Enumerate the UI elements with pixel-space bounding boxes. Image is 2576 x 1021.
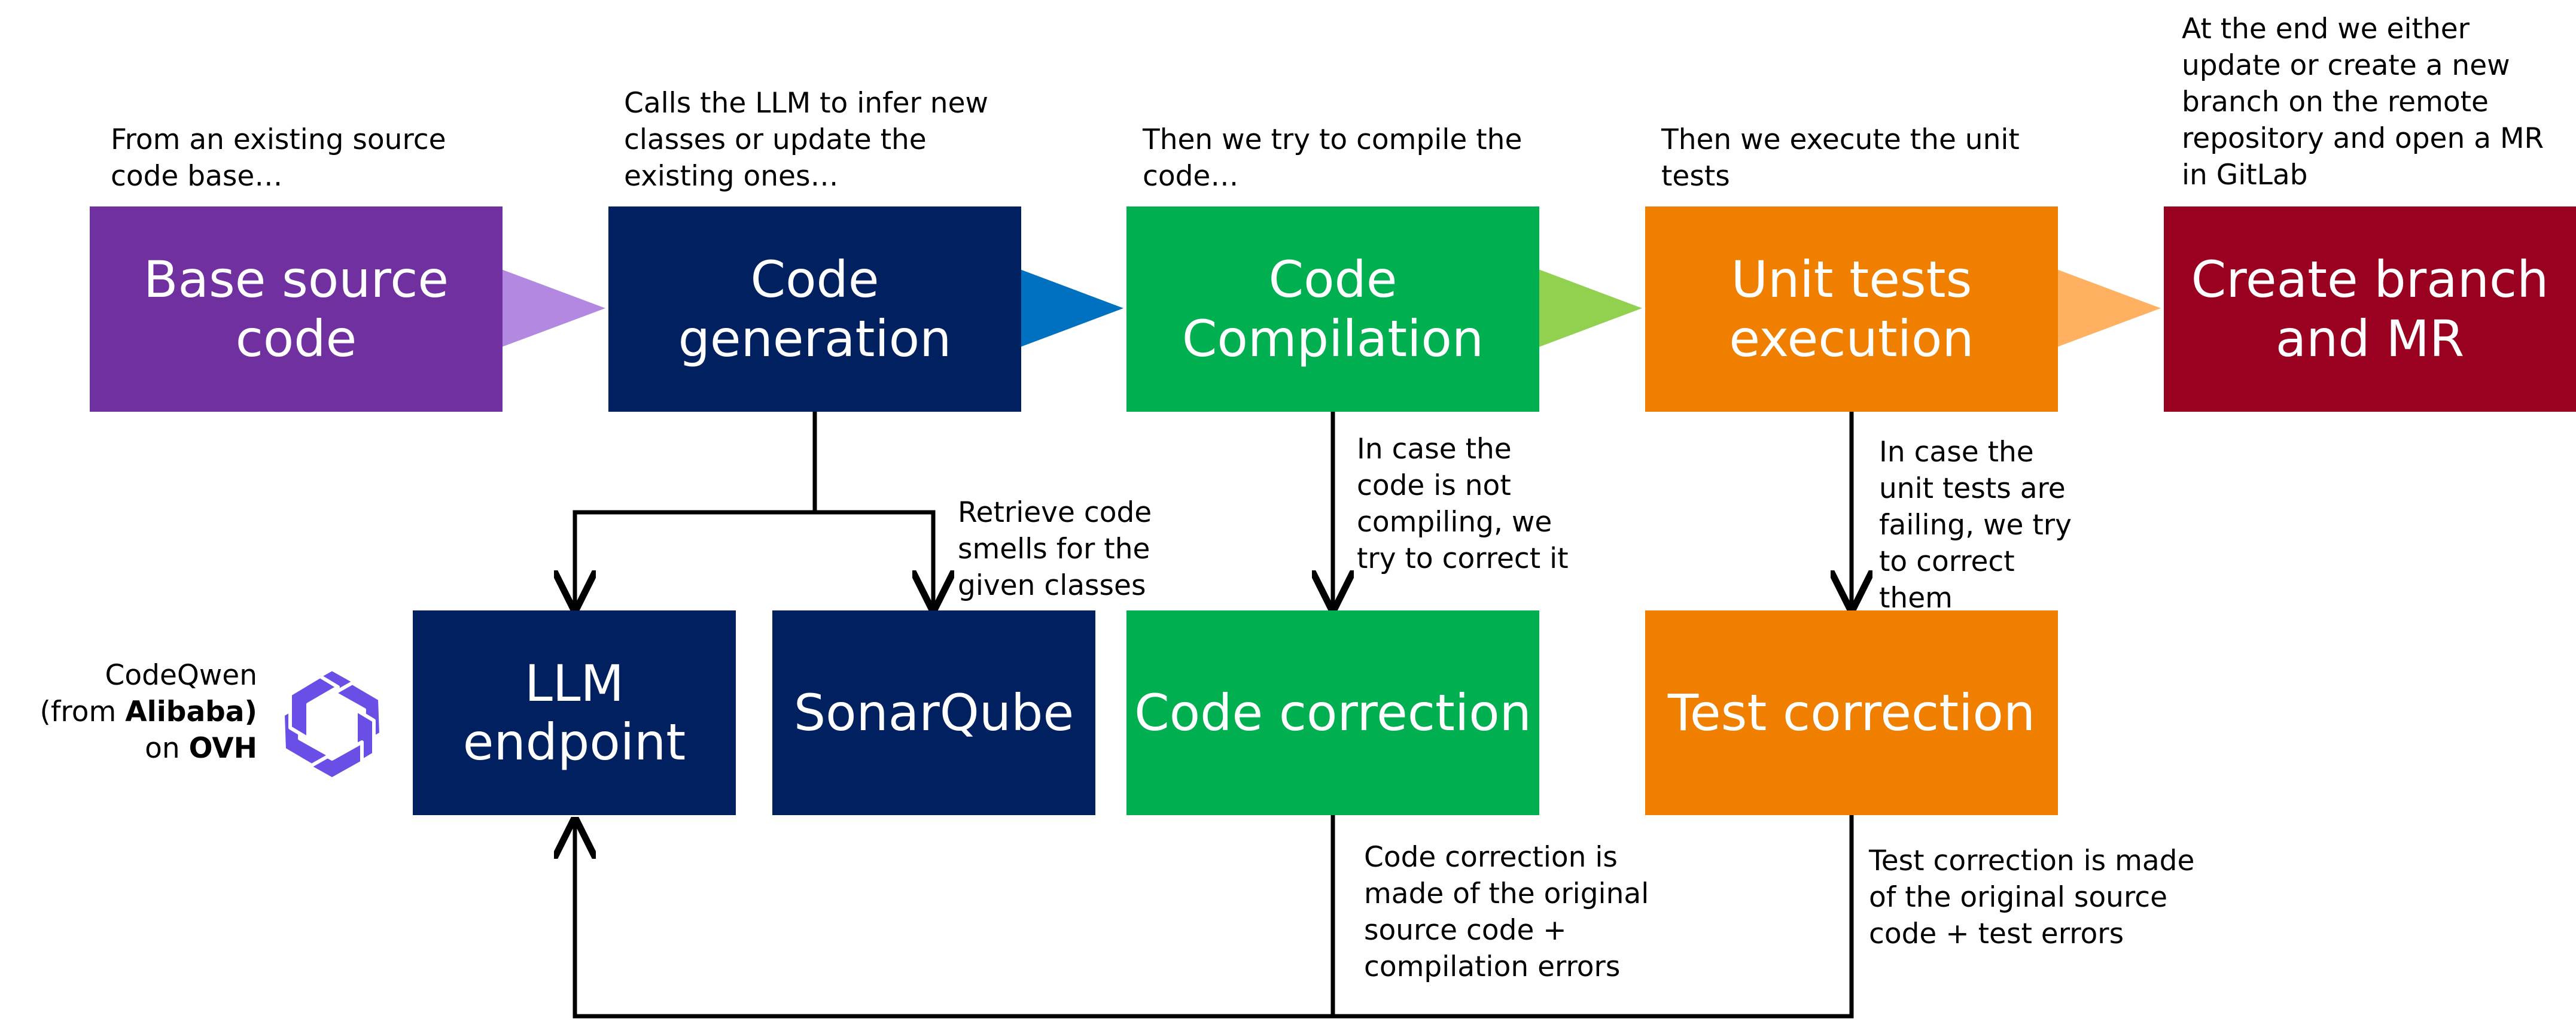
- step-create-branch-and-mr: Create branch and MR: [2164, 206, 2576, 412]
- sonarqube-box: SonarQube: [772, 610, 1095, 815]
- note-tests: Then we execute the unit tests: [1661, 123, 2020, 193]
- note-branch: At the end we either update or create a …: [2182, 13, 2544, 192]
- model-host: OVH: [188, 732, 257, 765]
- step-unit-tests-execution: Unit tests execution: [1645, 206, 2058, 412]
- step-base-source-code: Base source code: [90, 206, 503, 412]
- model-on-prefix: on: [145, 732, 189, 765]
- note-code-correction-content: Code correction is made of the original …: [1364, 841, 1649, 983]
- arrow-compilation-to-tests: [1539, 269, 1642, 347]
- step-code-generation: Code generation: [608, 206, 1021, 412]
- note-base: From an existing source code base…: [111, 123, 446, 193]
- connector-to-llm: [575, 510, 815, 608]
- note-compilation: Then we try to compile the code…: [1143, 123, 1523, 193]
- test-correction-box: Test correction: [1645, 610, 2058, 815]
- model-from-prefix: (from: [39, 695, 126, 728]
- code-correction-box: Code correction: [1126, 610, 1539, 815]
- model-vendor: Alibaba): [125, 695, 257, 728]
- model-name: CodeQwen: [105, 659, 257, 692]
- connector-to-sonarqube: [815, 510, 933, 608]
- qwen-logo-icon: [281, 667, 383, 781]
- connector-test-correction-feedback: [575, 815, 1854, 1019]
- llm-endpoint-box: LLM endpoint: [413, 610, 736, 815]
- note-test-correction-condition: In case the unit tests are failing, we t…: [1879, 436, 2072, 615]
- note-test-correction-content: Test correction is made of the original …: [1869, 844, 2195, 950]
- note-generation: Calls the LLM to infer new classes or up…: [624, 87, 988, 193]
- arrow-generation-to-compilation: [1020, 269, 1123, 347]
- note-code-correction-condition: In case the code is not compiling, we tr…: [1357, 433, 1569, 575]
- arrow-tests-to-branch: [2057, 269, 2161, 347]
- note-sonarqube: Retrieve code smells for the given class…: [958, 496, 1152, 602]
- step-code-compilation: Code Compilation: [1126, 206, 1539, 412]
- arrow-base-to-generation: [501, 269, 605, 347]
- model-attribution: CodeQwen (from Alibaba) on OVH: [12, 657, 257, 767]
